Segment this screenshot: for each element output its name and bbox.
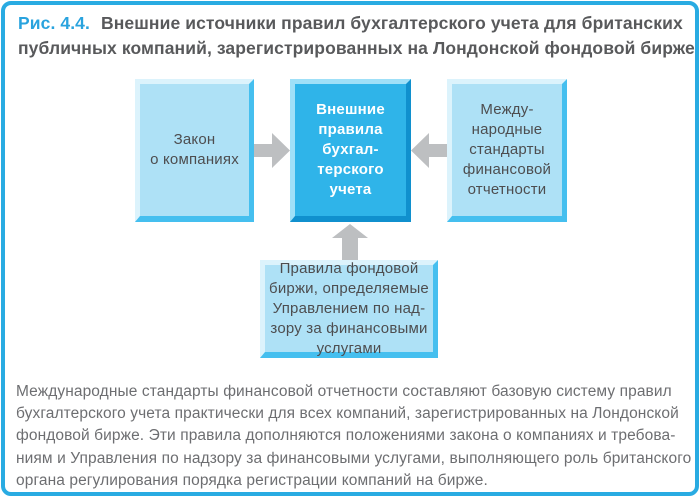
caption-line: Международные стандарты финансовой отчет… [16,383,672,400]
box-external-accounting-rules-label: Внешние правила бухгал- терского учета [316,101,385,198]
figure-caption-paragraph: Международные стандарты финансовой отчет… [16,381,692,492]
box-external-accounting-rules: Внешние правила бухгал- терского учета [290,79,411,222]
arrow-right-icon [254,133,290,168]
box-stock-exchange-rules: Правила фондовой биржи, определяемые Упр… [260,260,438,358]
figure-number: Рис. 4.4. [18,13,90,33]
box-ifrs-label: Между- народные стандарты финансовой отч… [462,101,552,198]
caption-line: бухгалтерского учета практически для все… [16,405,679,423]
box-ifrs: Между- народные стандарты финансовой отч… [447,79,567,222]
caption-line: органа регулирования порядка регистрации… [16,471,488,489]
box-stock-exchange-rules-label: Правила фондовой биржи, определяемые Упр… [269,259,429,357]
figure-title: Рис. 4.4. Внешние источники правил бухгал… [18,11,695,61]
box-companies-act: Закон о компаниях [135,79,254,222]
caption-line: фондовой бирже. Эти правила дополняются … [16,427,676,445]
arrow-left-icon [411,133,447,168]
box-companies-act-label: Закон о компаниях [150,131,239,168]
caption-line: ниям и Управления по надзору за финансов… [16,449,692,467]
figure-title-line-1: Рис. 4.4. Внешние источники правил бухгал… [18,11,683,36]
figure-title-line-2: публичных компаний, зарегистрированных н… [18,36,695,61]
arrow-up-icon [332,224,368,260]
figure-title-text-2: публичных компаний, зарегистрированных н… [18,38,695,58]
figure-title-text-1: Внешние источники правил бухгалтерского … [100,13,683,33]
